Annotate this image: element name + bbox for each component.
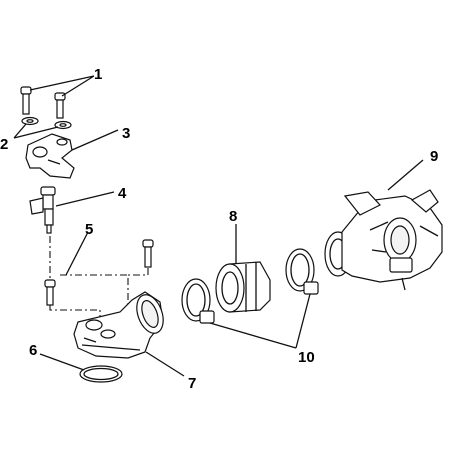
callout-10: 10: [298, 349, 315, 366]
leader-1: [29, 75, 95, 97]
callout-6: 6: [29, 342, 37, 359]
callout-2: 2: [0, 136, 8, 153]
part-bolts-manifold: [44, 236, 154, 322]
callout-9: 9: [430, 148, 438, 165]
part-throttle-body: [324, 189, 443, 291]
callout-1: 1: [94, 66, 102, 83]
part-bolts-top: [20, 86, 66, 119]
leader-4: [55, 191, 115, 207]
part-intake-boot: [215, 261, 271, 313]
callout-7: 7: [188, 375, 196, 392]
part-o-ring: [79, 365, 123, 383]
leader-10: [209, 293, 311, 349]
part-hose-clamp-left: [181, 278, 215, 324]
part-injector: [29, 186, 56, 234]
callout-3: 3: [122, 125, 130, 142]
leader-lines: [13, 75, 424, 377]
leader-9: [387, 159, 424, 191]
part-washers: [21, 116, 72, 130]
callout-5: 5: [85, 221, 93, 238]
part-intake-manifold: [73, 291, 164, 359]
part-hose-clamp-right: [285, 248, 319, 295]
leader-3: [71, 129, 119, 151]
leader-2: [13, 123, 59, 139]
leader-6: [39, 353, 85, 371]
leader-7: [145, 351, 185, 377]
callout-8: 8: [229, 208, 237, 225]
callout-4: 4: [118, 185, 127, 202]
part-bracket: [25, 133, 75, 179]
leader-5: [65, 231, 89, 276]
